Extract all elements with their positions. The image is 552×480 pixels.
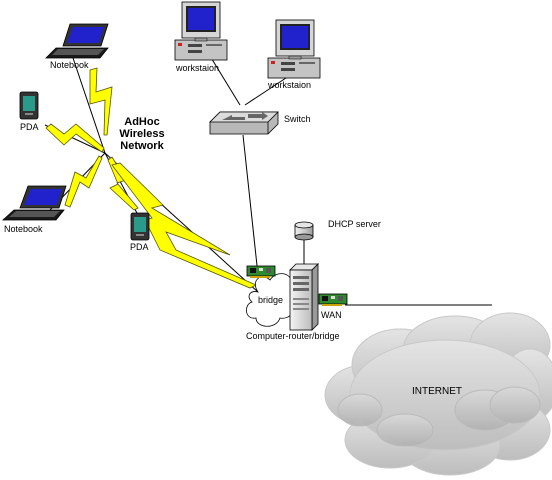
link-workstation-left-switch	[209, 55, 241, 106]
lightning-bolt-pda-left	[45, 123, 105, 153]
lightning-bolt-notebook-bottom	[64, 155, 103, 208]
wireless-ray-1	[71, 54, 106, 154]
adhoc-label-line-1: AdHoc	[124, 116, 160, 128]
pda-middle-icon	[130, 212, 150, 241]
pda-left-icon	[19, 91, 39, 120]
workstation-right-icon	[267, 19, 321, 79]
workstation-right-label: workstaion	[268, 80, 312, 90]
notebook-top-icon	[45, 23, 109, 59]
wan-label: WAN	[321, 310, 342, 320]
switch-icon	[209, 111, 279, 135]
workstation-left-label: workstaion	[176, 63, 220, 73]
nic-card-bridge-icon	[246, 265, 276, 278]
notebook-top-label: Notebook	[50, 60, 89, 70]
router-label: Computer-router/bridge	[246, 331, 340, 341]
notebook-bottom-label: Notebook	[4, 224, 43, 234]
lightning-bolt-notebook-top	[89, 67, 113, 136]
workstation-left-icon	[174, 1, 228, 61]
router-server-icon	[289, 263, 319, 331]
pda-middle-label: PDA	[130, 242, 149, 252]
adhoc-network-label: AdHoc Wireless Network	[112, 116, 172, 152]
notebook-bottom-icon	[1, 185, 67, 221]
wireless-lightning	[45, 67, 257, 289]
adhoc-label-line-2: Wireless	[119, 128, 165, 140]
dhcp-server-icon	[294, 221, 314, 241]
internet-cloud	[324, 312, 552, 476]
internet-label: INTERNET	[412, 386, 462, 397]
link-workstation-right-switch	[244, 73, 293, 106]
bridge-label: bridge	[258, 295, 284, 305]
pda-left-label: PDA	[20, 122, 39, 132]
switch-label: Switch	[284, 114, 311, 124]
link-switch-bridge	[242, 134, 259, 276]
nic-card-wan-icon	[318, 293, 348, 306]
dhcp-server-label: DHCP server	[328, 219, 381, 229]
adhoc-label-line-3: Network	[120, 140, 164, 152]
